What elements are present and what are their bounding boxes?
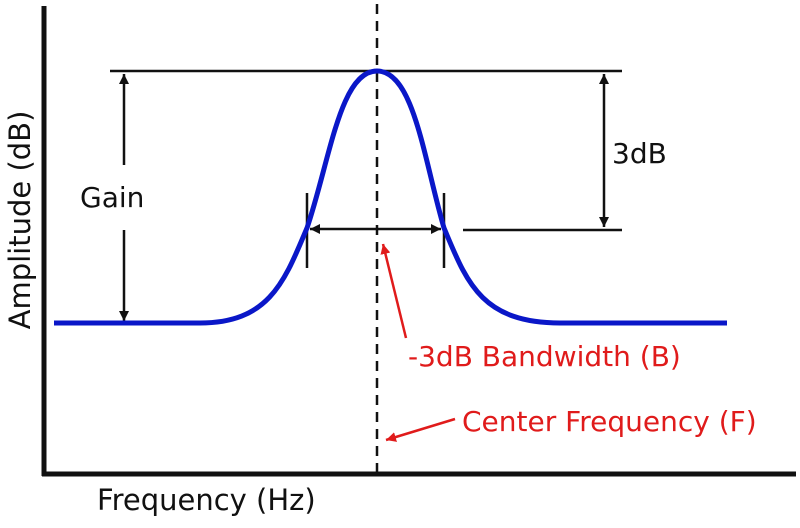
bandwidth-pointer-arrow bbox=[380, 243, 408, 339]
y-axis-label: Amplitude (dB) bbox=[3, 111, 37, 330]
gain-label: Gain bbox=[80, 181, 144, 214]
bandpass-curve bbox=[54, 68, 727, 326]
bandwidth-label: -3dB Bandwidth (B) bbox=[408, 340, 681, 373]
center-frequency-label: Center Frequency (F) bbox=[462, 405, 757, 438]
three-db-label: 3dB bbox=[612, 137, 667, 170]
center-frequency-pointer-arrow bbox=[385, 417, 456, 442]
x-axis-label: Frequency (Hz) bbox=[97, 483, 316, 517]
